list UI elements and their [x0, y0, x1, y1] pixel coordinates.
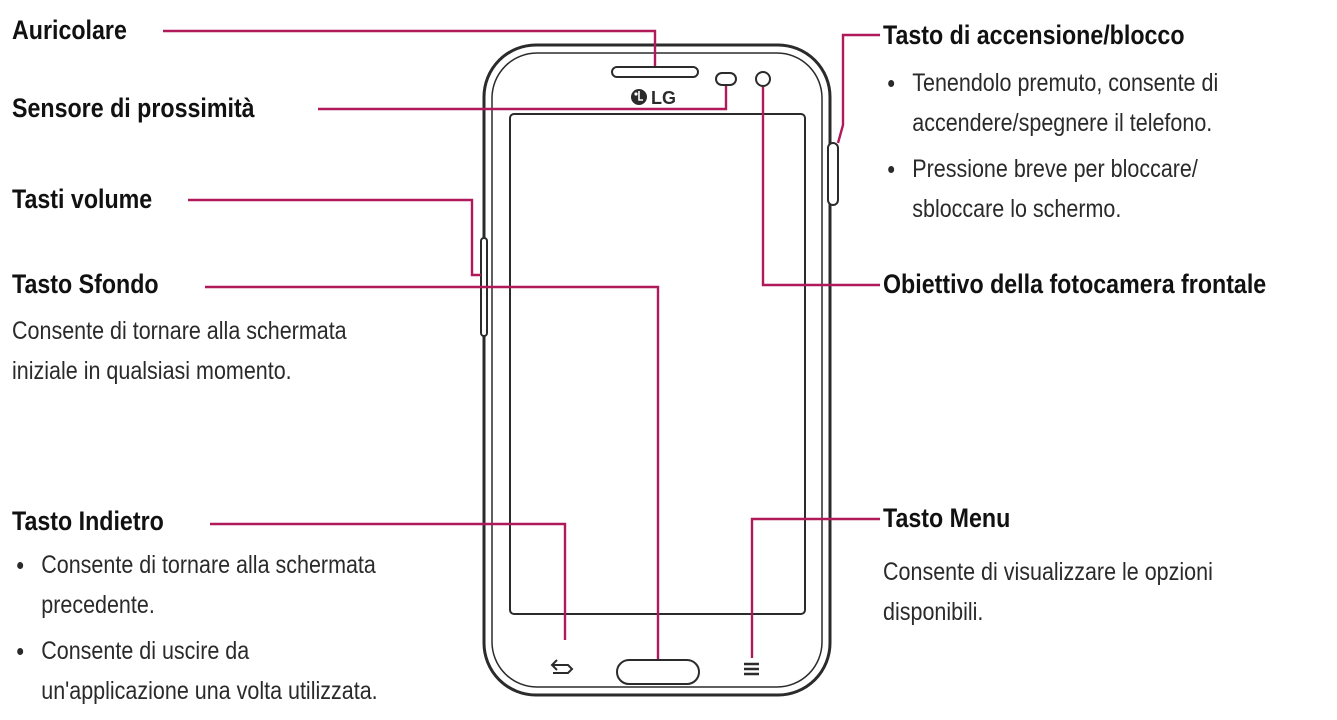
back-key-bullets: Consente di tornare alla schermata prece… [12, 545, 378, 711]
label-front-camera: Obiettivo della fotocamera frontale [883, 269, 1267, 299]
lg-logo-text: LG [651, 88, 676, 108]
phone-body [480, 43, 839, 697]
label-earpiece: Auricolare [12, 15, 127, 45]
label-back-key: Tasto Indietro [12, 506, 164, 536]
home-key-description-line-1: Consente di tornare alla schermata [12, 317, 347, 345]
back-key-bullet-2-line-1: Consente di uscire da [41, 637, 250, 665]
lg-logo: LG [631, 88, 676, 108]
label-power-lock-key: Tasto di accensione/blocco [883, 20, 1185, 50]
label-menu-key: Tasto Menu [883, 503, 1011, 533]
back-key-icon [550, 659, 574, 674]
leader-line-power [836, 33, 880, 144]
leader-line-earpiece [163, 29, 657, 66]
front-camera-lens [755, 71, 771, 87]
phone-inner-bezel [491, 52, 823, 688]
power-key-bullet-1: Tenendolo premuto, consente di accendere… [883, 63, 1218, 143]
power-key-bullet-2-line-2: sbloccare lo schermo. [912, 195, 1122, 223]
phone-outer-shell [482, 43, 832, 697]
leader-line-home [205, 285, 660, 659]
back-key-bullet-1: Consente di tornare alla schermata prece… [12, 545, 378, 625]
power-key-bullet-2: Pressione breve per bloccare/ sbloccare … [883, 149, 1218, 229]
menu-key-icon [744, 662, 759, 676]
back-key-bullet-2-line-2: un'applicazione una volta utilizzata. [41, 677, 378, 705]
back-key-bullet-2: Consente di uscire da un'applicazione un… [12, 631, 378, 711]
home-key [616, 659, 700, 685]
leader-lines [163, 29, 880, 659]
leader-line-menu [750, 517, 880, 658]
power-key-bullet-1-line-1: Tenendolo premuto, consente di [912, 69, 1219, 97]
menu-key-description: Consente di visualizzare le opzioni disp… [883, 552, 1213, 632]
back-key-bullet-1-line-2: precedente. [41, 591, 155, 619]
leader-line-proximity [318, 86, 728, 111]
power-key-bullet-2-line-1: Pressione breve per bloccare/ [912, 155, 1198, 183]
leader-line-back [210, 522, 567, 640]
menu-key-description-line-1: Consente di visualizzare le opzioni [883, 558, 1213, 586]
menu-key-description-line-2: disponibili. [883, 598, 984, 626]
leader-line-camera [761, 87, 880, 287]
back-key-bullet-1-line-1: Consente di tornare alla schermata [41, 551, 376, 579]
power-key-bullets: Tenendolo premuto, consente di accendere… [883, 63, 1218, 229]
proximity-sensor [715, 72, 737, 86]
home-key-description: Consente di tornare alla schermata inizi… [12, 311, 347, 391]
label-proximity-sensor: Sensore di prossimità [12, 93, 255, 123]
home-key-description-line-2: iniziale in qualsiasi momento. [12, 357, 292, 385]
label-volume-keys: Tasti volume [12, 184, 153, 214]
earpiece-grille [611, 66, 699, 78]
label-home-key: Tasto Sfondo [12, 269, 159, 299]
power-key [827, 142, 839, 206]
leader-line-volume [188, 198, 481, 277]
power-key-bullet-1-line-2: accendere/spegnere il telefono. [912, 109, 1213, 137]
